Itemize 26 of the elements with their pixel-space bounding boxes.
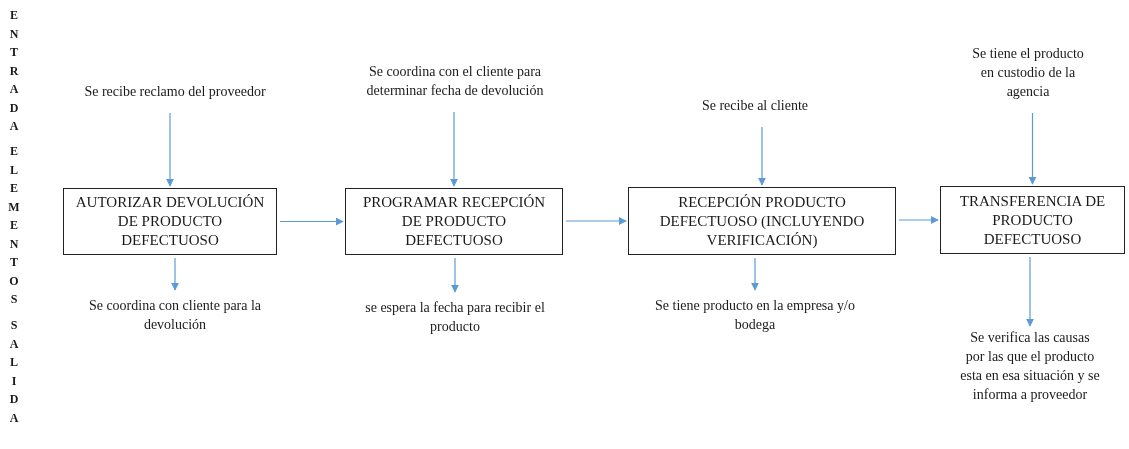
arrow <box>1028 112 1037 185</box>
arrow <box>1026 256 1034 327</box>
arrow <box>898 216 939 224</box>
process-box: PROGRAMAR RECEPCIÓN DE PRODUCTO DEFECTUOSO <box>345 188 563 255</box>
process-box: RECEPCIÓN PRODUCTO DEFECTUOSO (INCLUYENDO VERIFICACIÓN) <box>628 187 896 255</box>
arrow <box>166 112 174 187</box>
note-text: Se verifica las causas por las que el producto esta en esa situación y se informa a proveedor <box>960 328 1100 404</box>
note-text: Se recibe al cliente <box>665 96 845 115</box>
arrow <box>171 257 179 291</box>
vertical-label: ELEMENTOS <box>8 143 20 308</box>
vertical-label: SALIDA <box>8 317 20 427</box>
note-text: Se recibe reclamo del proveedor <box>80 82 270 101</box>
vertical-label: ENTRADA <box>8 7 20 135</box>
arrow <box>565 217 627 225</box>
arrow <box>279 217 344 226</box>
arrow <box>450 111 458 187</box>
note-text: Se coordina con el cliente para determinar fecha de devolución <box>360 62 550 100</box>
note-text: Se coordina con cliente para la devolución <box>70 296 280 334</box>
arrow <box>751 257 759 291</box>
note-text: Se tiene el producto en custodio de la agencia <box>968 44 1088 101</box>
note-text: Se tiene producto en la empresa y/o bodega <box>650 296 860 334</box>
process-box: AUTORIZAR DEVOLUCIÓN DE PRODUCTO DEFECTUOSO <box>63 188 277 255</box>
note-text: se espera la fecha para recibir el producto <box>355 298 555 336</box>
process-box: TRANSFERENCIA DE PRODUCTO DEFECTUOSO <box>940 186 1125 254</box>
arrow <box>758 126 766 186</box>
arrow <box>451 257 459 293</box>
